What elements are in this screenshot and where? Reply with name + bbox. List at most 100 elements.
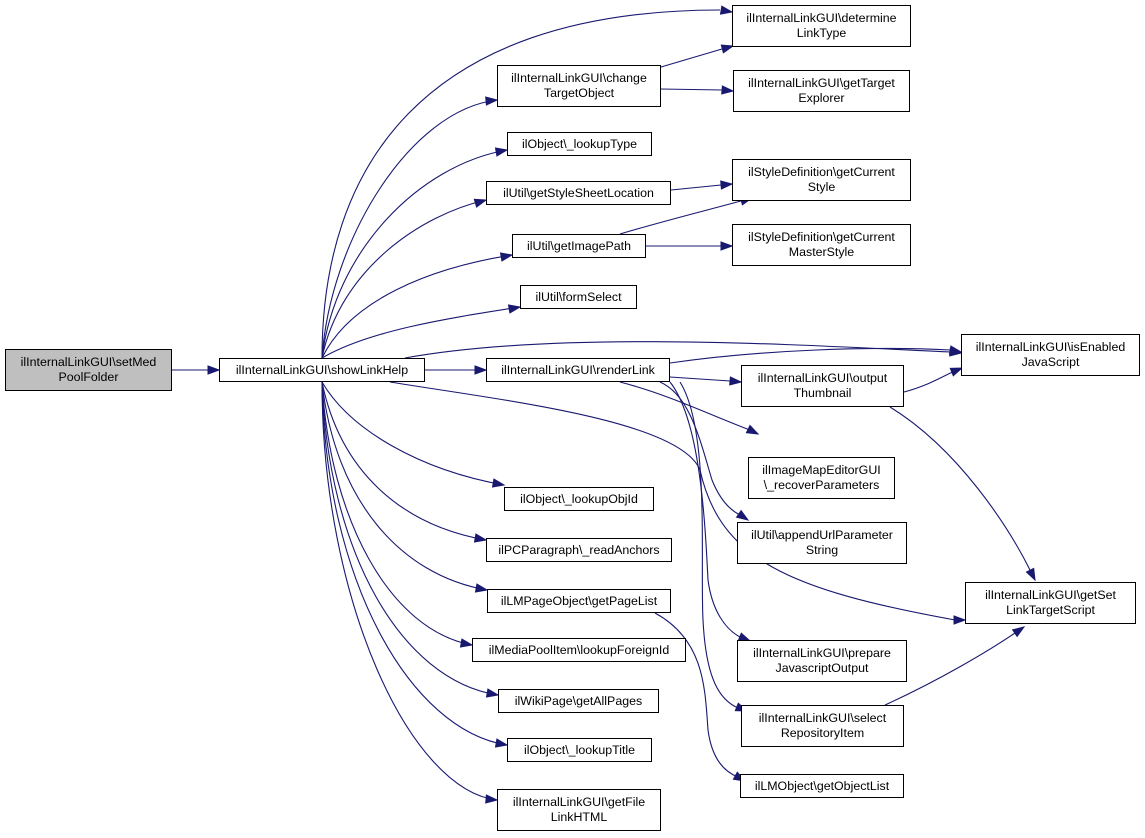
- edge-renderlink-to-recoverparameters: [619, 381, 751, 431]
- edge-getpagelist-to-getobjectlist: [654, 612, 739, 778]
- edge-changetargetobject-to-determinelinktype: [660, 48, 723, 68]
- edge-showlinkhelp-to-determinelinktype: [321, 9, 721, 359]
- edge-showlinkhelp-to-lookuptype: [321, 149, 508, 359]
- arrowhead-getstylesheetlocation: [473, 198, 488, 208]
- arrowhead-getfilelinkhtml: [485, 794, 499, 804]
- edge-showlinkhelp-to-lookupobjid: [321, 381, 505, 486]
- node-label: ilInternalLinkGUI\setMed PoolFolder: [20, 355, 157, 384]
- node-setmedpoolfolder: ilInternalLinkGUI\setMed PoolFolder: [5, 349, 172, 391]
- arrowhead-gettargetexplorer: [721, 85, 735, 95]
- edge-renderlink-to-preparejavascriptoutput: [669, 381, 743, 639]
- node-gettargetexplorer[interactable]: ilInternalLinkGUI\getTarget Explorer: [733, 70, 910, 112]
- node-label: ilMediaPoolItem\lookupForeignId: [488, 642, 670, 657]
- edge-showlinkhelp-to-getfilelinkhtml: [321, 381, 498, 801]
- arrowhead-getcurrentstyle: [720, 180, 734, 190]
- arrowhead-recoverparameters: [745, 424, 760, 435]
- node-getfilelinkhtml[interactable]: ilInternalLinkGUI\getFile LinkHTML: [497, 789, 661, 831]
- node-getstylesheetlocation[interactable]: ilUtil\getStyleSheetLocation: [486, 181, 671, 205]
- node-lookuptitle[interactable]: ilObject\_lookupTitle: [507, 738, 652, 762]
- node-getpagelist[interactable]: ilLMPageObject\getPageList: [487, 589, 671, 613]
- node-showlinkhelp[interactable]: ilInternalLinkGUI\showLinkHelp: [219, 358, 425, 382]
- node-determinelinktype[interactable]: ilInternalLinkGUI\determine LinkType: [732, 5, 911, 47]
- node-getcurrentmasterstyle[interactable]: ilStyleDefinition\getCurrent MasterStyle: [732, 224, 911, 266]
- node-label: ilInternalLinkGUI\getFile LinkHTML: [512, 795, 646, 824]
- arrowhead-getpagelist: [474, 583, 489, 593]
- node-getobjectlist[interactable]: ilLMObject\getObjectList: [740, 774, 904, 798]
- edge-showlinkhelp-to-getallpages: [321, 381, 499, 696]
- edge-renderlink-to-selectrepositoryitem: [679, 381, 739, 709]
- arrowhead-lookuptype: [494, 147, 509, 157]
- edge-showlinkhelp-to-getsetlinktargetscript: [389, 381, 956, 621]
- arrowhead-getallpages: [485, 688, 500, 698]
- arrowhead-lookupobjid: [491, 478, 506, 488]
- edge-showlinkhelp-to-getpagelist: [321, 381, 488, 591]
- edge-renderlink-to-isenabledjavascript: [669, 347, 951, 364]
- node-label: ilInternalLinkGUI\select RepositoryItem: [758, 711, 887, 740]
- node-readanchors[interactable]: ilPCParagraph\_readAnchors: [486, 538, 672, 562]
- node-renderlink[interactable]: ilInternalLinkGUI\renderLink: [486, 358, 670, 382]
- edge-showlinkhelp-to-readanchors: [321, 381, 487, 541]
- node-label: ilInternalLinkGUI\showLinkHelp: [235, 362, 409, 377]
- edge-showlinkhelp-to-isenabledjavascript: [404, 341, 951, 359]
- node-label: ilObject\_lookupTitle: [523, 742, 636, 757]
- node-label: ilInternalLinkGUI\renderLink: [501, 362, 655, 377]
- edge-getstylesheetlocation-to-getcurrentstyle: [670, 184, 722, 191]
- node-label: ilInternalLinkGUI\change TargetObject: [511, 71, 647, 100]
- arrowhead-getcurrentmasterstyle: [720, 241, 734, 251]
- node-label: ilPCParagraph\_readAnchors: [498, 542, 660, 557]
- arrowhead-lookuptitle: [494, 738, 509, 748]
- node-getcurrentstyle[interactable]: ilStyleDefinition\getCurrent Style: [732, 159, 911, 201]
- node-label: ilLMPageObject\getPageList: [500, 593, 658, 608]
- node-label: ilLMObject\getObjectList: [754, 778, 890, 793]
- arrowhead-getsetlinktargetscript: [953, 615, 967, 625]
- arrowhead-getsetlinktargetscript: [1025, 567, 1036, 582]
- node-lookupforeignid[interactable]: ilMediaPoolItem\lookupForeignId: [472, 638, 686, 662]
- node-recoverparameters[interactable]: ilImageMapEditorGUI \_recoverParameters: [748, 457, 895, 499]
- arrowhead-determinelinktype: [719, 5, 734, 15]
- arrowhead-isenabledjavascript: [949, 367, 964, 377]
- node-isenabledjavascript[interactable]: ilInternalLinkGUI\isEnabled JavaScript: [961, 334, 1140, 376]
- node-label: ilInternalLinkGUI\isEnabled JavaScript: [975, 340, 1126, 369]
- node-label: ilInternalLinkGUI\getSet LinkTargetScrip…: [985, 588, 1116, 617]
- edge-selectrepositoryitem-to-getsetlinktargetscript: [884, 632, 1016, 706]
- node-formselect[interactable]: ilUtil\formSelect: [520, 285, 637, 309]
- node-label: ilInternalLinkGUI\prepare JavascriptOutp…: [753, 646, 891, 675]
- node-label: ilStyleDefinition\getCurrent MasterStyle: [748, 230, 895, 259]
- edge-showlinkhelp-to-formselect: [321, 306, 521, 359]
- edge-showlinkhelp-to-changetargetobject: [321, 99, 498, 359]
- node-label: ilInternalLinkGUI\output Thumbnail: [757, 371, 888, 400]
- node-label: ilObject\_lookupType: [521, 136, 638, 151]
- node-lookuptype[interactable]: ilObject\_lookupType: [507, 132, 652, 156]
- node-outputthumbnail[interactable]: ilInternalLinkGUI\output Thumbnail: [741, 365, 904, 407]
- edge-showlinkhelp-to-lookuptitle: [321, 381, 508, 746]
- arrowhead-outputthumbnail: [729, 376, 743, 386]
- arrowhead-getimagepath: [499, 252, 514, 262]
- node-label: ilInternalLinkGUI\getTarget Explorer: [748, 76, 895, 105]
- edge-showlinkhelp-to-getstylesheetlocation: [321, 199, 487, 359]
- edge-outputthumbnail-to-getsetlinktargetscript: [889, 406, 1031, 571]
- node-changetargetobject[interactable]: ilInternalLinkGUI\change TargetObject: [497, 65, 661, 107]
- node-label: ilUtil\getStyleSheetLocation: [503, 185, 654, 200]
- node-preparejavascriptoutput[interactable]: ilInternalLinkGUI\prepare JavascriptOutp…: [737, 640, 907, 682]
- edge-showlinkhelp-to-getimagepath: [321, 254, 513, 359]
- node-selectrepositoryitem[interactable]: ilInternalLinkGUI\select RepositoryItem: [741, 705, 904, 747]
- arrowhead-appendurlparameterstring: [735, 509, 750, 521]
- node-lookupobjid[interactable]: ilObject\_lookupObjId: [504, 487, 654, 511]
- edge-renderlink-to-appendurlparameterstring: [659, 381, 741, 516]
- edge-changetargetobject-to-gettargetexplorer: [660, 88, 723, 91]
- arrowhead-showlinkhelp: [207, 365, 221, 375]
- node-label: ilUtil\formSelect: [535, 289, 622, 304]
- arrowhead-getsetlinktargetscript: [1011, 626, 1026, 638]
- arrowhead-lookupforeignid: [459, 638, 474, 648]
- node-getimagepath[interactable]: ilUtil\getImagePath: [512, 234, 646, 258]
- arrowhead-readanchors: [473, 533, 488, 543]
- arrowhead-formselect: [507, 304, 522, 314]
- node-appendurlparameterstring[interactable]: ilUtil\appendUrlParameter String: [737, 522, 907, 564]
- node-getallpages[interactable]: ilWikiPage\getAllPages: [498, 689, 659, 713]
- node-label: ilObject\_lookupObjId: [520, 491, 638, 506]
- node-getsetlinktargetscript[interactable]: ilInternalLinkGUI\getSet LinkTargetScrip…: [965, 582, 1136, 624]
- node-label: ilStyleDefinition\getCurrent Style: [748, 165, 895, 194]
- node-label: ilUtil\appendUrlParameter String: [751, 528, 893, 557]
- arrowhead-isenabledjavascript: [948, 345, 963, 355]
